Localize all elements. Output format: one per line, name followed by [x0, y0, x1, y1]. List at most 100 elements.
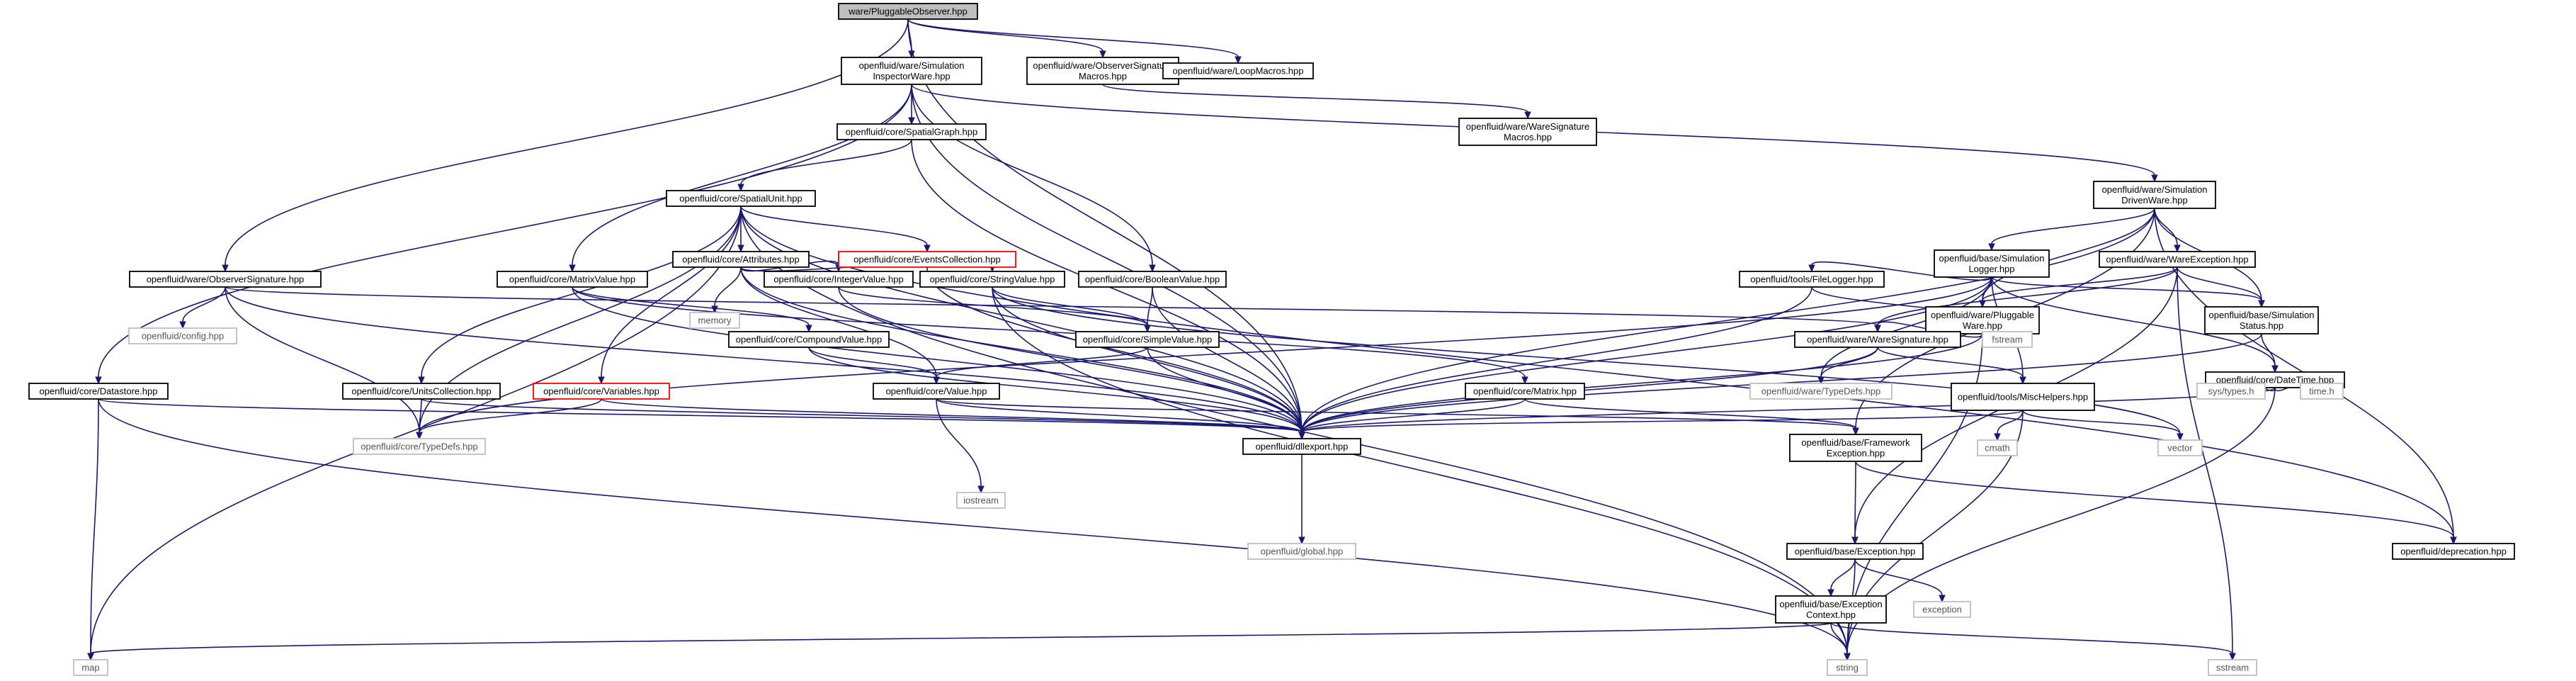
node-dllexport[interactable]: openfluid/dllexport.hpp	[1242, 438, 1361, 455]
node-spatial-unit[interactable]: openfluid/core/SpatialUnit.hpp	[666, 190, 816, 207]
node-matrix-value[interactable]: openfluid/core/MatrixValue.hpp	[497, 271, 648, 288]
edge-attributes-to-memory	[711, 266, 742, 314]
node-label: openfluid/core/EventsCollection.hpp	[853, 254, 1000, 265]
edge-line	[1301, 347, 1878, 433]
edge-line	[992, 286, 2181, 434]
node-box	[1749, 383, 1893, 400]
node-file-logger[interactable]: openfluid/tools/FileLogger.hpp	[1739, 271, 1885, 288]
node-label: openfluid/tools/MiscHelpers.hpp	[1958, 392, 2088, 403]
node-pluggable-observer[interactable]: ware/PluggableObserver.hpp	[838, 3, 978, 20]
node-label: openfluid/base/Simulation	[2209, 310, 2315, 320]
edge-arrowhead	[416, 432, 423, 440]
node-label: sstream	[2216, 663, 2249, 673]
node-iostream: iostream	[956, 492, 1006, 509]
edge-line	[992, 286, 1148, 326]
node-label: openfluid/base/Simulation	[1939, 253, 2045, 264]
edge-arrowhead	[95, 376, 102, 385]
node-string: string	[1827, 659, 1868, 676]
edge-observer_signature-to-ware_signature	[225, 286, 1881, 333]
node-value[interactable]: openfluid/core/Value.hpp	[873, 383, 1000, 400]
node-string-value[interactable]: openfluid/core/StringValue.hpp	[919, 271, 1065, 288]
edge-line	[1301, 208, 2155, 433]
node-box	[689, 312, 740, 329]
node-ware-signature[interactable]: openfluid/ware/WareSignature.hpp	[1794, 331, 1961, 348]
edge-arrowhead	[1988, 243, 1995, 252]
node-variables[interactable]: openfluid/core/Variables.hpp	[533, 383, 670, 400]
node-box	[353, 438, 486, 455]
edge-arrowhead	[598, 376, 605, 385]
node-box	[838, 251, 1016, 268]
node-label: openfluid/core/SpatialUnit.hpp	[679, 193, 802, 204]
node-attributes[interactable]: openfluid/core/Attributes.hpp	[672, 251, 810, 268]
node-compound-value[interactable]: openfluid/core/CompoundValue.hpp	[728, 331, 890, 348]
node-label: openfluid/ware/Simulation	[859, 60, 965, 71]
edge-sim_inspector-to-matrix_value	[569, 84, 912, 273]
node-fstream: fstream	[1982, 331, 2033, 348]
node-events-collection[interactable]: openfluid/core/EventsCollection.hpp	[838, 251, 1016, 268]
edge-line	[1991, 276, 2262, 301]
node-misc-helpers[interactable]: openfluid/tools/MiscHelpers.hpp	[1951, 383, 2095, 411]
edge-base_exception-to-exception	[1854, 558, 1946, 603]
edge-arrowhead	[1994, 433, 2001, 441]
node-box	[28, 383, 169, 400]
edge-arrowhead	[977, 485, 985, 494]
edge-datastore-to-dllexport	[98, 398, 1305, 440]
node-sim-inspector[interactable]: openfluid/ware/SimulationInspectorWare.h…	[841, 57, 982, 85]
edge-arrowhead	[569, 264, 576, 273]
edge-line	[1830, 558, 1856, 590]
node-integer-value[interactable]: openfluid/core/IntegerValue.hpp	[764, 271, 914, 288]
node-box	[1775, 595, 1887, 624]
edge-arrowhead	[933, 376, 940, 385]
node-units-collection[interactable]: openfluid/core/UnitsCollection.hpp	[342, 383, 501, 400]
node-observer-signature[interactable]: openfluid/ware/ObserverSignature.hpp	[129, 271, 322, 288]
edge-sim_driven-to-ware_exception	[2154, 208, 2181, 253]
node-base-exception[interactable]: openfluid/base/Exception.hpp	[1786, 543, 1924, 560]
node-matrix[interactable]: openfluid/core/Matrix.hpp	[1465, 383, 1585, 400]
edge-line	[740, 139, 912, 185]
edge-line	[1102, 84, 1528, 113]
node-boolean-value[interactable]: openfluid/core/BooleanValue.hpp	[1078, 271, 1227, 288]
node-loop-macros[interactable]: openfluid/ware/LoopMacros.hpp	[1162, 62, 1314, 79]
node-sys-types: sys/types.h	[2196, 383, 2266, 400]
node-label: ware/PluggableObserver.hpp	[848, 6, 968, 17]
node-label: vector	[2167, 443, 2193, 454]
edge-line	[419, 398, 422, 433]
edge-arrowhead	[737, 244, 744, 253]
edge-spatial_unit-to-units_collection	[418, 206, 742, 385]
edge-observer_sig_macros-to-ware_sig_macros	[1102, 84, 1531, 120]
node-spatial-graph[interactable]: openfluid/core/SpatialGraph.hpp	[836, 123, 987, 140]
edge-line	[936, 347, 1148, 378]
edge-line	[601, 398, 1303, 433]
node-label: Logger.hpp	[1968, 264, 2014, 274]
edge-integer_value-to-simple_value	[838, 286, 1151, 333]
edge-line	[225, 286, 1303, 433]
node-simple-value[interactable]: openfluid/core/SimpleValue.hpp	[1075, 331, 1220, 348]
edge-line	[2022, 410, 2181, 434]
node-label: openfluid/deprecation.hpp	[2400, 546, 2507, 557]
edge-line	[838, 286, 1148, 326]
node-memory: memory	[689, 312, 740, 329]
edge-line	[936, 398, 982, 487]
node-ware-exception[interactable]: openfluid/ware/WareException.hpp	[2099, 251, 2256, 268]
edge-framework_exception-to-base_exception	[1851, 461, 1859, 545]
node-box	[1075, 331, 1220, 348]
edge-line	[1301, 286, 1812, 433]
edge-arrowhead	[1939, 595, 1946, 603]
node-box	[1977, 439, 2018, 456]
node-label: openfluid/ware/TypeDefs.hpp	[1761, 386, 1880, 397]
node-deprecation[interactable]: openfluid/deprecation.hpp	[2392, 543, 2515, 560]
edge-line	[1877, 266, 2178, 326]
node-observer-sig-macros[interactable]: openfluid/ware/ObserverSignatureMacros.h…	[1026, 57, 1179, 85]
node-datastore[interactable]: openfluid/core/Datastore.hpp	[28, 383, 169, 400]
node-box	[2392, 543, 2515, 560]
edge-line	[1997, 410, 2024, 434]
edge-line	[572, 286, 810, 326]
